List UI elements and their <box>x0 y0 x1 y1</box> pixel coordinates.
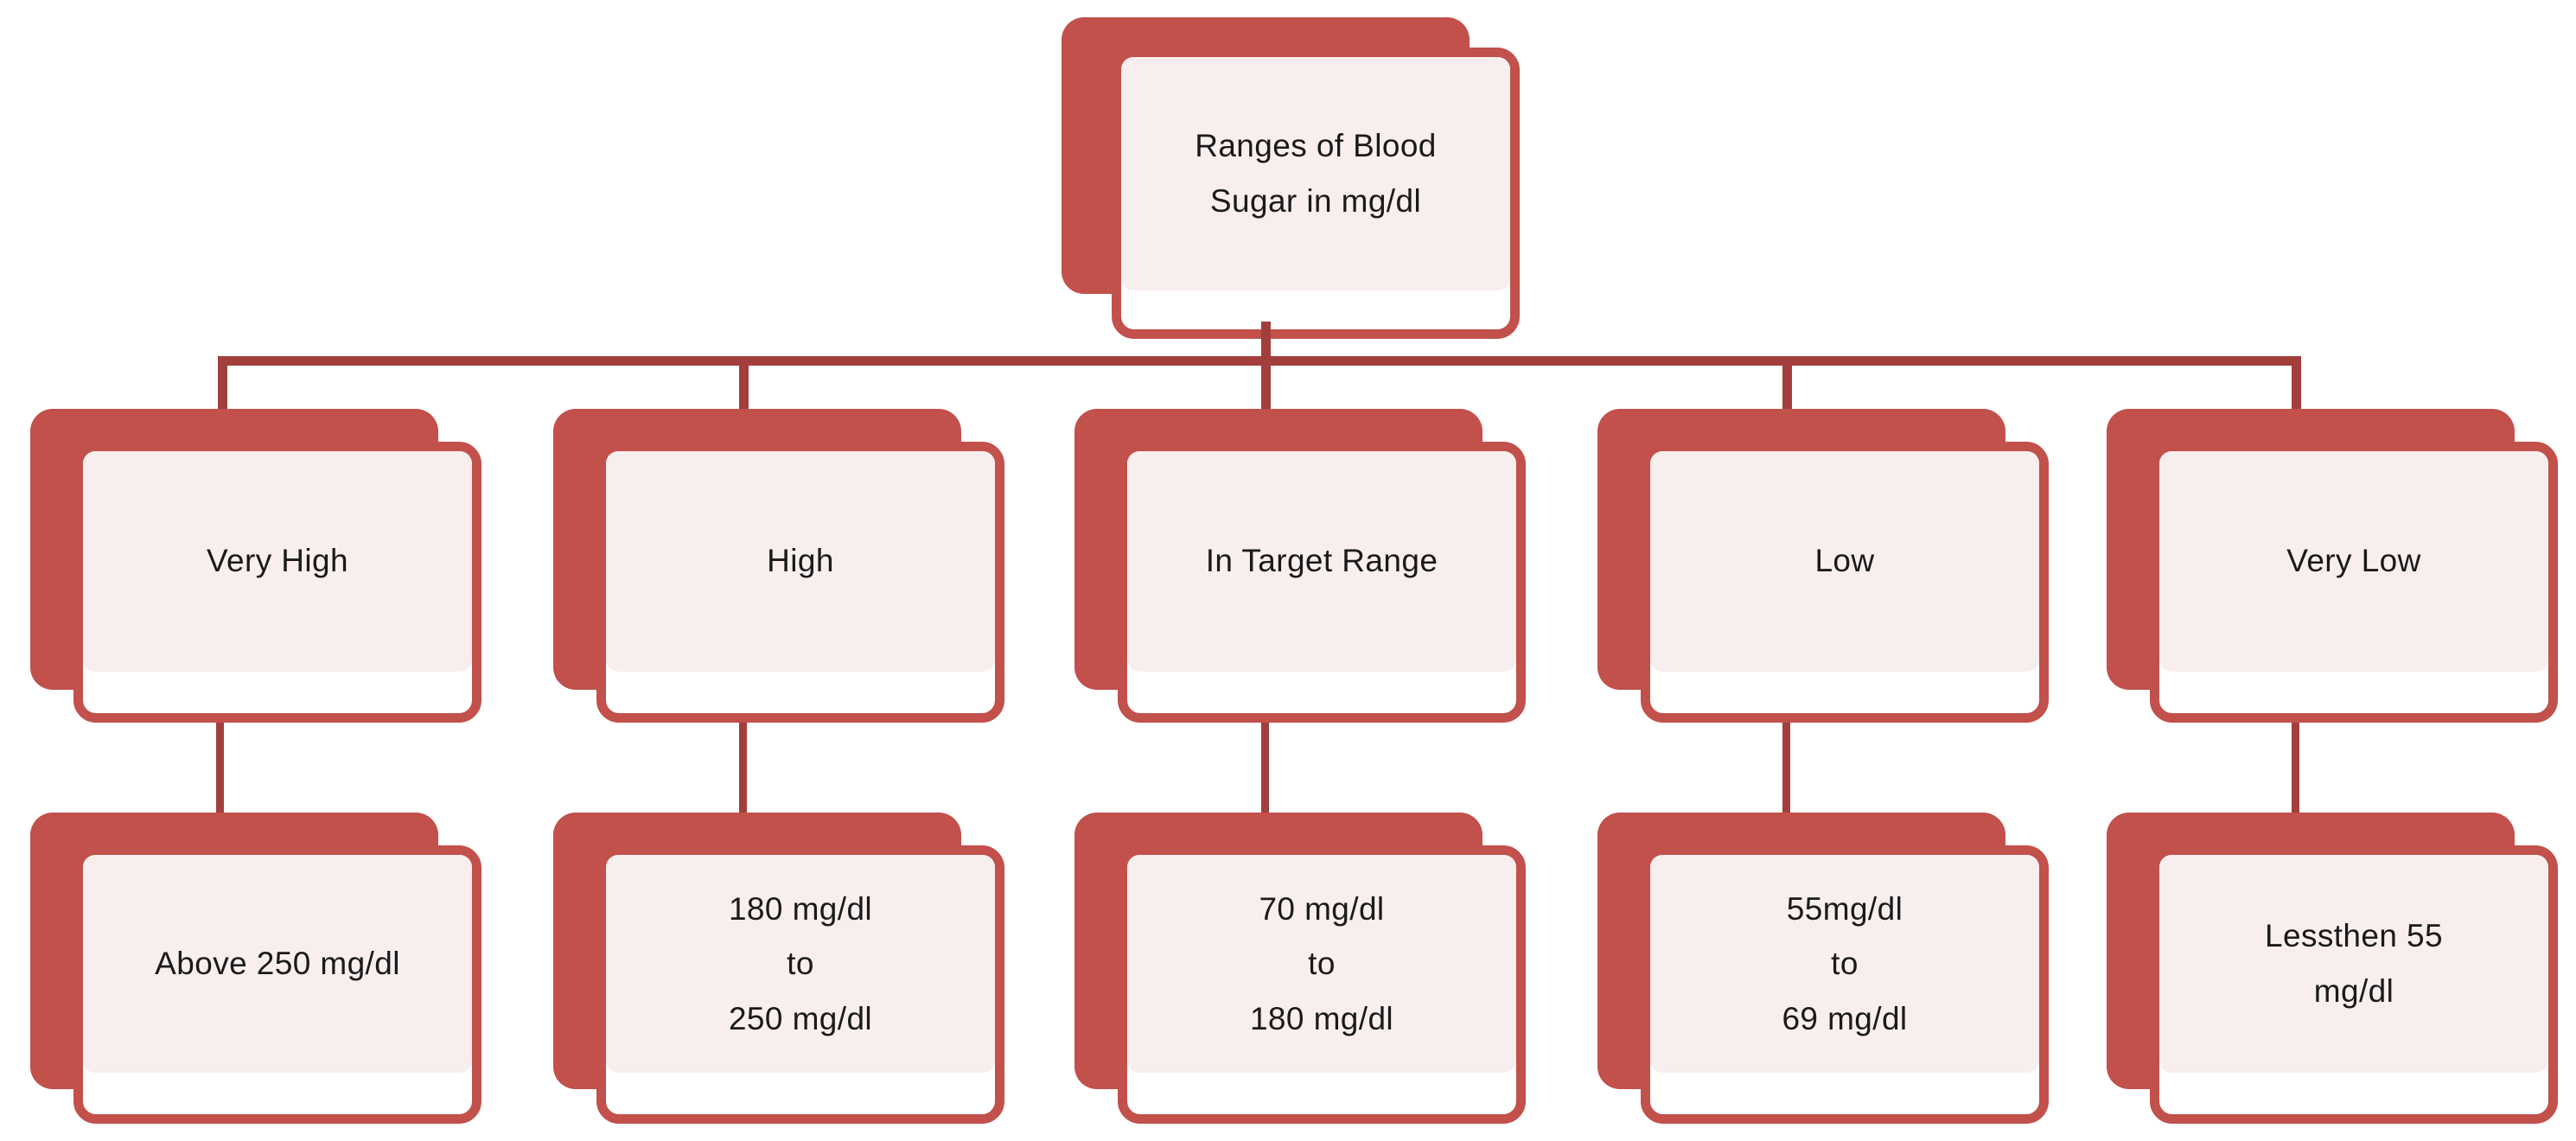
node-category-0[interactable]: Very High <box>30 409 501 724</box>
node-category-1[interactable]: High <box>553 409 1024 724</box>
category-4-label: Very Low <box>2286 543 2421 579</box>
category-3-label: Low <box>1814 543 1875 579</box>
category-2-label: In Target Range <box>1205 543 1438 579</box>
node-root[interactable]: Ranges of Blood Sugar in mg/dl <box>1062 17 1520 339</box>
connector-category-1-to-value <box>739 723 747 816</box>
connector-horizontal-bus <box>218 356 2301 366</box>
root-inner-panel: Ranges of Blood Sugar in mg/dl <box>1121 57 1510 290</box>
connector-root-stem <box>1261 322 1271 365</box>
connector-category-3-to-value <box>1782 723 1790 816</box>
node-value-0[interactable]: Above 250 mg/dl <box>30 813 501 1124</box>
connector-category-0-to-value <box>216 723 224 816</box>
value-1-inner-panel: 180 mg/dl to 250 mg/dl <box>606 855 995 1073</box>
category-0-inner-panel: Very High <box>83 451 472 672</box>
category-1-label: High <box>767 543 834 579</box>
node-value-1[interactable]: 180 mg/dl to 250 mg/dl <box>553 813 1024 1124</box>
value-4-label: Lessthen 55 mg/dl <box>2264 918 2443 1009</box>
node-category-2[interactable]: In Target Range <box>1074 409 1546 724</box>
value-3-inner-panel: 55mg/dl to 69 mg/dl <box>1650 855 2039 1073</box>
value-0-label: Above 250 mg/dl <box>155 945 400 981</box>
value-0-inner-panel: Above 250 mg/dl <box>83 855 472 1073</box>
node-category-3[interactable]: Low <box>1597 409 2069 724</box>
category-0-label: Very High <box>206 543 348 579</box>
node-value-4[interactable]: Lessthen 55 mg/dl <box>2107 813 2576 1124</box>
connector-drop-4 <box>1782 356 1792 410</box>
connector-drop-3 <box>1261 356 1271 410</box>
root-label: Ranges of Blood Sugar in mg/dl <box>1195 128 1437 219</box>
category-3-inner-panel: Low <box>1650 451 2039 672</box>
connector-category-2-to-value <box>1261 723 1269 816</box>
category-2-inner-panel: In Target Range <box>1127 451 1516 672</box>
value-3-label: 55mg/dl to 69 mg/dl <box>1782 890 1908 1036</box>
connector-drop-2 <box>739 356 749 410</box>
node-value-2[interactable]: 70 mg/dl to 180 mg/dl <box>1074 813 1546 1124</box>
connector-drop-1 <box>218 356 227 410</box>
value-2-inner-panel: 70 mg/dl to 180 mg/dl <box>1127 855 1516 1073</box>
category-1-inner-panel: High <box>606 451 995 672</box>
value-1-label: 180 mg/dl to 250 mg/dl <box>728 890 873 1036</box>
node-value-3[interactable]: 55mg/dl to 69 mg/dl <box>1597 813 2069 1124</box>
category-4-inner-panel: Very Low <box>2159 451 2548 672</box>
node-category-4[interactable]: Very Low <box>2107 409 2576 724</box>
connector-category-4-to-value <box>2292 723 2299 816</box>
value-2-label: 70 mg/dl to 180 mg/dl <box>1249 890 1394 1036</box>
value-4-inner-panel: Lessthen 55 mg/dl <box>2159 855 2548 1073</box>
connector-drop-5 <box>2292 356 2301 410</box>
